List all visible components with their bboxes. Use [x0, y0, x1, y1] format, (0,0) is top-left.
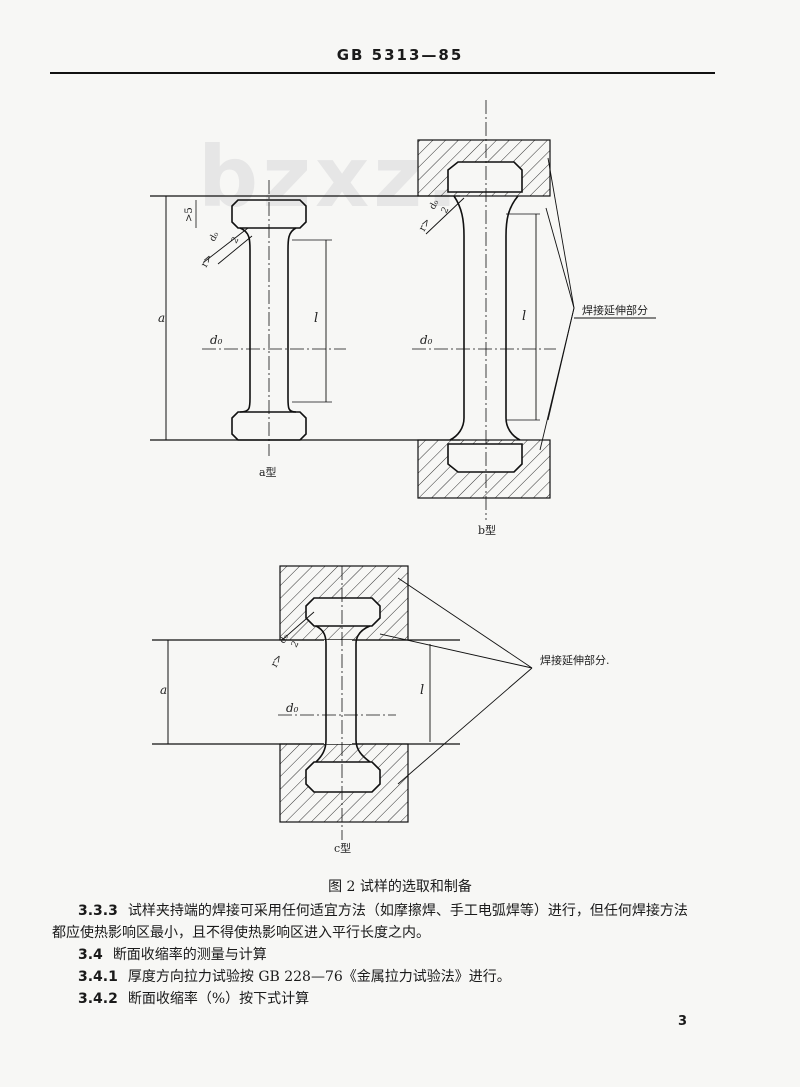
label-type-b: b型: [478, 523, 496, 537]
dim-d0-label-b: d₀: [420, 333, 433, 347]
section-3-4-1: 3.4.1 厚度方向拉力试验按 GB 228—76《金属拉力试验法》进行。: [78, 966, 511, 988]
dim-frac-num-a: d₀: [208, 230, 222, 243]
standard-code-header: GB 5313—85: [336, 46, 464, 64]
page-number: 3: [678, 1014, 688, 1029]
figure-caption: 图 2 试样的选取和制备: [328, 879, 472, 895]
dim-frac-den-a: 2: [230, 236, 242, 246]
paragraph-text: 试样夹持端的焊接可采用任何适宜方法（如摩擦焊、手工电弧焊等）进行，但任何焊接方法: [127, 903, 688, 919]
dim-frac-den-c: 2: [290, 640, 302, 650]
dim-l-label-b: l: [522, 309, 526, 324]
dim-d0-label-c: d₀: [286, 701, 299, 715]
section-3-4-2: 3.4.2 断面收缩率（%）按下式计算: [78, 988, 309, 1010]
dim-l-label-c: l: [420, 683, 424, 698]
paragraph-text: 厚度方向拉力试验按 GB 228—76《金属拉力试验法》进行。: [127, 969, 511, 985]
section-heading: 断面收缩率的测量与计算: [112, 947, 267, 963]
specimen-a: [150, 180, 460, 456]
specimen-c: [152, 565, 533, 840]
weld-extension-label-c: 焊接延伸部分.: [540, 653, 610, 667]
specimen-b: [412, 100, 656, 520]
label-type-c: c型: [334, 841, 351, 855]
dim-a-label-a: a: [158, 311, 165, 325]
watermark: bzxz.: [198, 128, 463, 226]
section-3-3-3-line2: 都应使热影响区最小，且不得使热影响区进入平行长度之内。: [52, 925, 430, 941]
dim-ge5-label: >5: [184, 207, 195, 222]
weld-extension-label-b: 焊接延伸部分: [582, 303, 648, 317]
section-number: 3.4: [78, 947, 103, 963]
dim-d0-label-a: d₀: [210, 333, 223, 347]
section-number: 3.3.3: [78, 903, 118, 919]
specimen-figure: a l d₀ >5 r> d₀ 2 a型 l d₀ r> d₀ 2 焊接延伸部分…: [150, 100, 656, 855]
section-3-3-3-line1: 3.3.3 试样夹持端的焊接可采用任何适宜方法（如摩擦焊、手工电弧焊等）进行，但任…: [78, 900, 688, 922]
dim-r-label-c: r>: [269, 653, 285, 670]
section-number: 3.4.2: [78, 991, 118, 1007]
section-number: 3.4.1: [78, 969, 118, 985]
dim-frac-den-b: 2: [440, 206, 452, 216]
header-rule: [50, 72, 715, 74]
dim-l-label-a: l: [314, 311, 318, 326]
section-3-4: 3.4 断面收缩率的测量与计算: [78, 944, 267, 966]
paragraph-text: 断面收缩率（%）按下式计算: [127, 991, 310, 1007]
dim-a-label-c: a: [160, 683, 167, 697]
dim-r-label-b: r>: [417, 217, 433, 234]
label-type-a: a型: [259, 465, 277, 479]
